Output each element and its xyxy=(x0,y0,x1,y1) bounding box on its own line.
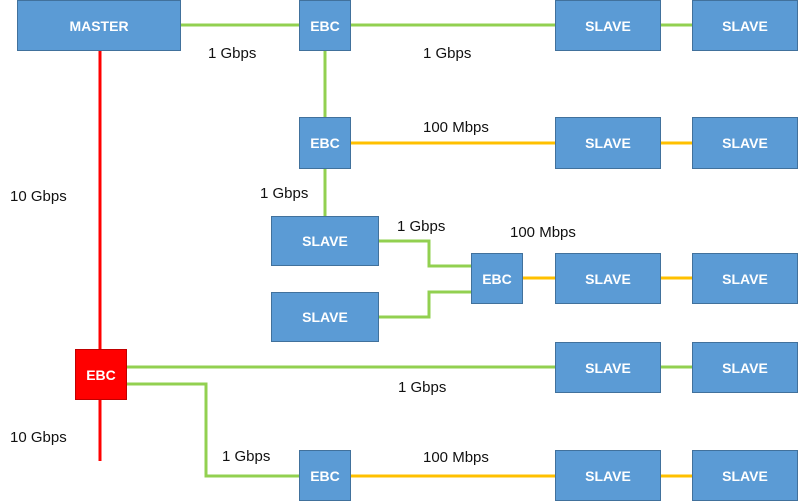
slave-node: SLAVE xyxy=(692,117,798,169)
ebc-node: EBC xyxy=(299,450,351,501)
slave-node: SLAVE xyxy=(555,450,661,501)
ebc-node: EBC xyxy=(299,117,351,169)
speed-label: 1 Gbps xyxy=(222,448,271,465)
slave-node: SLAVE xyxy=(555,253,661,304)
speed-label: 1 Gbps xyxy=(397,218,446,235)
ebc-node: EBC xyxy=(471,253,523,304)
slave-node: SLAVE xyxy=(271,292,379,342)
slave-node: SLAVE xyxy=(271,216,379,266)
speed-label: 100 Mbps xyxy=(423,449,489,466)
speed-label: 10 Gbps xyxy=(10,188,67,205)
link-core-ebc4 xyxy=(127,382,299,478)
master-node: MASTER xyxy=(17,0,181,51)
speed-label: 100 Mbps xyxy=(423,119,489,136)
speed-label: 1 Gbps xyxy=(423,45,472,62)
slave-node: SLAVE xyxy=(692,253,798,304)
ebc-node: EBC xyxy=(299,0,351,51)
slave-node: SLAVE xyxy=(555,117,661,169)
speed-label: 1 Gbps xyxy=(208,45,257,62)
core-ebc-node: EBC xyxy=(75,349,127,400)
slave-node: SLAVE xyxy=(692,450,798,501)
speed-label: 100 Mbps xyxy=(510,224,576,241)
slave-node: SLAVE xyxy=(555,342,661,393)
speed-label: 10 Gbps xyxy=(10,429,67,446)
link-slave-ebc3-lower xyxy=(379,290,471,319)
slave-node: SLAVE xyxy=(692,342,798,393)
speed-label: 1 Gbps xyxy=(260,185,309,202)
link-slave-ebc3-upper xyxy=(379,239,471,268)
slave-node: SLAVE xyxy=(692,0,798,51)
slave-node: SLAVE xyxy=(555,0,661,51)
speed-label: 1 Gbps xyxy=(398,379,447,396)
